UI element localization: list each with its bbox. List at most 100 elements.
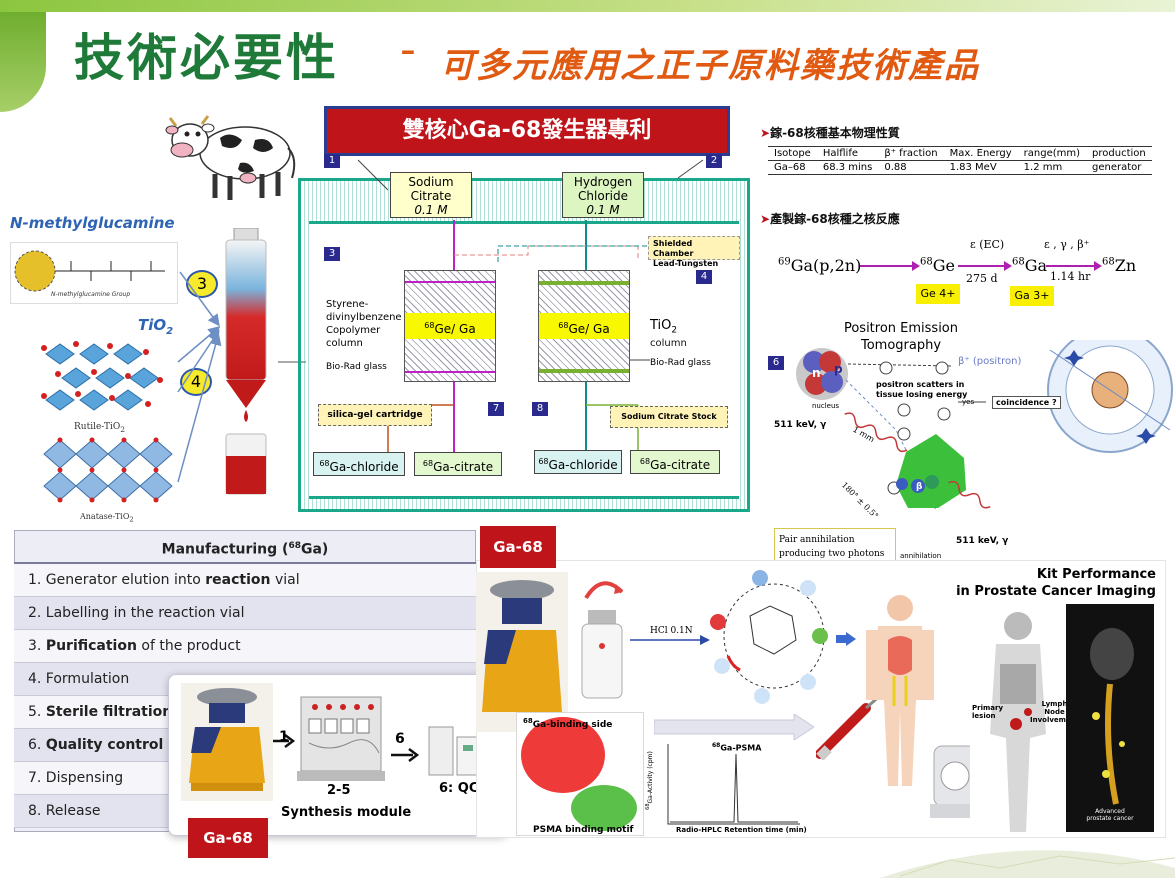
tio2-label: TiO2 xyxy=(138,316,174,337)
pet-diagram xyxy=(796,340,1173,511)
arrow-to-body xyxy=(836,632,856,646)
positron-label: β⁺ (positron) xyxy=(958,356,1022,367)
reaction-t2: 1.14 hr xyxy=(1050,270,1091,283)
cow-icon xyxy=(165,115,296,200)
kev-label-1: 511 keV, γ xyxy=(774,420,827,430)
marker-7: 7 xyxy=(488,402,504,416)
props-col-production: production xyxy=(1092,148,1146,159)
kev-label-2: 511 keV, γ xyxy=(956,536,1009,546)
rutile-caption: Rutile-TiO2 xyxy=(74,422,126,434)
page-subtitle: 可多元應用之正子原料藥技術產品 xyxy=(440,46,980,86)
marker-3: 3 xyxy=(324,247,340,261)
corner-decoration xyxy=(0,12,46,112)
connector-line xyxy=(278,361,306,363)
yes-label: yes xyxy=(962,398,975,406)
anatase-caption: Anatase-TiO2 xyxy=(80,512,134,524)
marker-1: 1 xyxy=(324,154,340,168)
hplc-x-axis: Radio-HPLC Retention time (min) xyxy=(676,826,807,834)
generator-photo-1 xyxy=(181,683,273,801)
header-band xyxy=(0,0,1175,12)
props-cell: Ga–68 xyxy=(774,162,806,173)
reaction-arrow-2 xyxy=(958,261,1012,271)
marker-8: 8 xyxy=(532,402,548,416)
ge-ion-badge: Ge 4+ xyxy=(916,284,960,304)
output-ga-citrate-left: 68Ga-citrate xyxy=(414,452,502,476)
nmg-group-caption: N-methylglucamine Group xyxy=(51,291,131,298)
props-cell: 1.2 mm xyxy=(1023,162,1063,173)
props-table: Isotope Halflife β⁺ fraction Max. Energy… xyxy=(768,146,1152,175)
tio2-column-word: column xyxy=(650,338,687,349)
patent-header: 雙核心Ga-68發生器專利 xyxy=(324,106,730,156)
manufacturing-step-2: 2. Labelling in the reaction vial xyxy=(14,597,476,630)
proton-label: p xyxy=(834,362,843,376)
output-ga-chloride-left: 68Ga-chloride xyxy=(313,452,405,476)
ga-ion-badge: Ga 3+ xyxy=(1010,286,1054,306)
output-ga-citrate-right: 68Ga-citrate xyxy=(630,450,720,474)
props-col-range: range(mm) xyxy=(1023,148,1081,159)
globe-decoration xyxy=(880,850,1175,878)
step-six-label: 6 xyxy=(395,731,405,747)
step-mid-label: 2-5 xyxy=(327,783,351,798)
chelator-diagram xyxy=(710,570,828,704)
arrow-to-qc xyxy=(391,748,420,762)
reaction-ga: 68Ga xyxy=(1012,256,1048,275)
manufacturing-step-1: 1. Generator elution into reaction vial xyxy=(14,564,476,597)
ge-ga-column-left: 68Ge/ Ga xyxy=(404,270,496,382)
hcl-arrow xyxy=(630,635,710,645)
props-col-beta: β⁺ fraction xyxy=(884,148,938,159)
anatase-crystal-image xyxy=(43,437,173,503)
ga68-tag-top: Ga-68 xyxy=(480,526,556,568)
manufacturing-title: Manufacturing (68Ga) xyxy=(14,530,476,564)
hplc-y-axis: 68Ga-Activity (cpm) xyxy=(644,751,654,810)
props-cell: 0.88 xyxy=(884,162,907,173)
ga68-tag-bottom: Ga-68 xyxy=(188,818,268,858)
arrow-to-module xyxy=(273,734,296,748)
badge-3: 3 xyxy=(186,270,218,298)
marker-4: 4 xyxy=(696,270,712,284)
hplc-peak-label: 68Ga-PSMA xyxy=(712,742,762,753)
reaction-heading: ➤產製鎵-68核種之核反應 xyxy=(760,212,900,226)
column-label-right: 68Ge/ Ga xyxy=(539,313,629,339)
vial-photo xyxy=(581,581,624,699)
column-label-left: 68Ge/ Ga xyxy=(405,313,495,339)
props-cell: 68.3 mins xyxy=(822,162,873,173)
nucleus-label: nucleus xyxy=(812,402,840,410)
reaction-ec: ε (EC) xyxy=(970,238,1005,251)
reaction-arrow-1 xyxy=(860,261,920,271)
output-ga-chloride-right: 68Ga-chloride xyxy=(534,450,622,474)
nmg-label: N-methylglucamine xyxy=(10,214,175,232)
title-dash: - xyxy=(400,24,416,75)
elution-column-image xyxy=(225,228,267,495)
props-cell: generator xyxy=(1092,162,1142,173)
psma-structure: 68Ga-binding side PSMA binding motif xyxy=(516,712,644,836)
props-heading: ➤鎵-68核種基本物理性質 xyxy=(760,126,900,140)
reaction-t1: 275 d xyxy=(966,272,998,285)
reaction-ge: 68Ge xyxy=(920,256,955,275)
synthesis-card: 1 6 2-5 6: QC Synthesis module xyxy=(168,674,508,836)
marker-2: 2 xyxy=(706,154,722,168)
human-body-image xyxy=(866,595,934,786)
coincidence-box: coincidence ? xyxy=(992,396,1061,409)
marker-6: 6 xyxy=(768,356,784,370)
reaction-zn: 68Zn xyxy=(1102,256,1137,275)
reaction-start: 69Ga(p,2n) xyxy=(778,256,862,275)
biorad-left-label: Bio-Rad glass xyxy=(326,362,387,372)
generator-photo-2 xyxy=(476,572,568,732)
manufacturing-step-3: 3. Purification of the product xyxy=(14,630,476,663)
beta-label: β xyxy=(916,482,923,492)
props-cell: 1.83 MeV xyxy=(949,162,997,173)
annihilation-label: annihilation xyxy=(900,552,942,560)
nmg-structure: N-methylglucamine Group xyxy=(10,242,178,304)
scanner-image xyxy=(930,745,980,818)
table-row: Ga–68 68.3 mins 0.88 1.83 MeV 1.2 mm gen… xyxy=(768,161,1152,175)
hcl-arrow-label: HCl 0.1N xyxy=(650,626,693,636)
